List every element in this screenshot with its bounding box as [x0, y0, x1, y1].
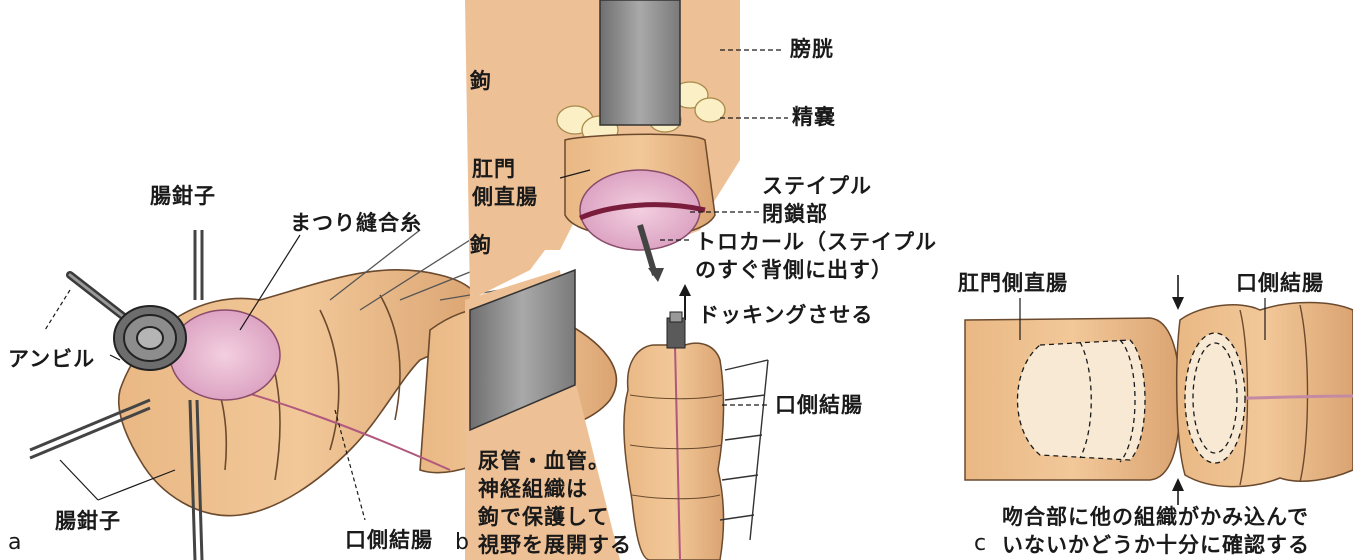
panel-a-label-anvil: アンビル — [8, 346, 95, 372]
panel-b-mesentery — [720, 360, 768, 540]
panel-a-rectal-stump — [170, 310, 280, 400]
panel-b-label-staple-closure: ステイプル 閉鎖部 — [762, 172, 872, 228]
panel-a-label-clamp-top: 腸鉗子 — [150, 183, 216, 209]
panel-c-label-check-note: 吻合部に他の組織がかみ込んで いないかどうか十分に確認する — [1002, 503, 1310, 559]
panel-c-letter: c — [974, 531, 987, 557]
panel-b-label-seminal-vesicle: 精嚢 — [792, 104, 836, 130]
panel-b-label-trocar: トロカール（ステイプル のすぐ背側に出す） — [695, 228, 937, 284]
panel-c-label-anal-rectum: 肛門側直腸 — [958, 270, 1068, 296]
panel-a-label-clamp-bottom: 腸鉗子 — [55, 508, 121, 534]
panel-b-letter: b — [455, 530, 470, 556]
panel-a-letter: a — [8, 530, 22, 556]
panel-c-anastomosis-outline — [1018, 333, 1246, 463]
panel-b-label-bladder: 膀胱 — [790, 36, 834, 62]
panel-c-drawing — [965, 275, 1353, 505]
panel-b-label-retractor-top: 鉤 — [470, 68, 492, 94]
panel-a-label-purse-suture: まつり縫合糸 — [290, 210, 422, 236]
panel-a-label-oral-colon: 口側結腸 — [345, 527, 433, 553]
panel-b-label-docking: ドッキングさせる — [698, 302, 873, 328]
panel-b-label-oral-colon: 口側結腸 — [775, 392, 863, 418]
panel-b-retractor-top — [600, 0, 680, 125]
panel-b-label-anal-rectum: 肛門 側直腸 — [472, 155, 538, 211]
panel-b-label-retractor-bottom: 鉤 — [470, 232, 492, 258]
panel-b-oral-colon — [624, 312, 724, 560]
panel-b-label-protect-note: 尿管・血管。 神経組織は 鉤で保護して 視野を展開する — [478, 447, 632, 559]
panel-b-docking-arrowhead — [679, 284, 691, 296]
panel-c-label-oral-colon: 口側結腸 — [1236, 270, 1324, 296]
